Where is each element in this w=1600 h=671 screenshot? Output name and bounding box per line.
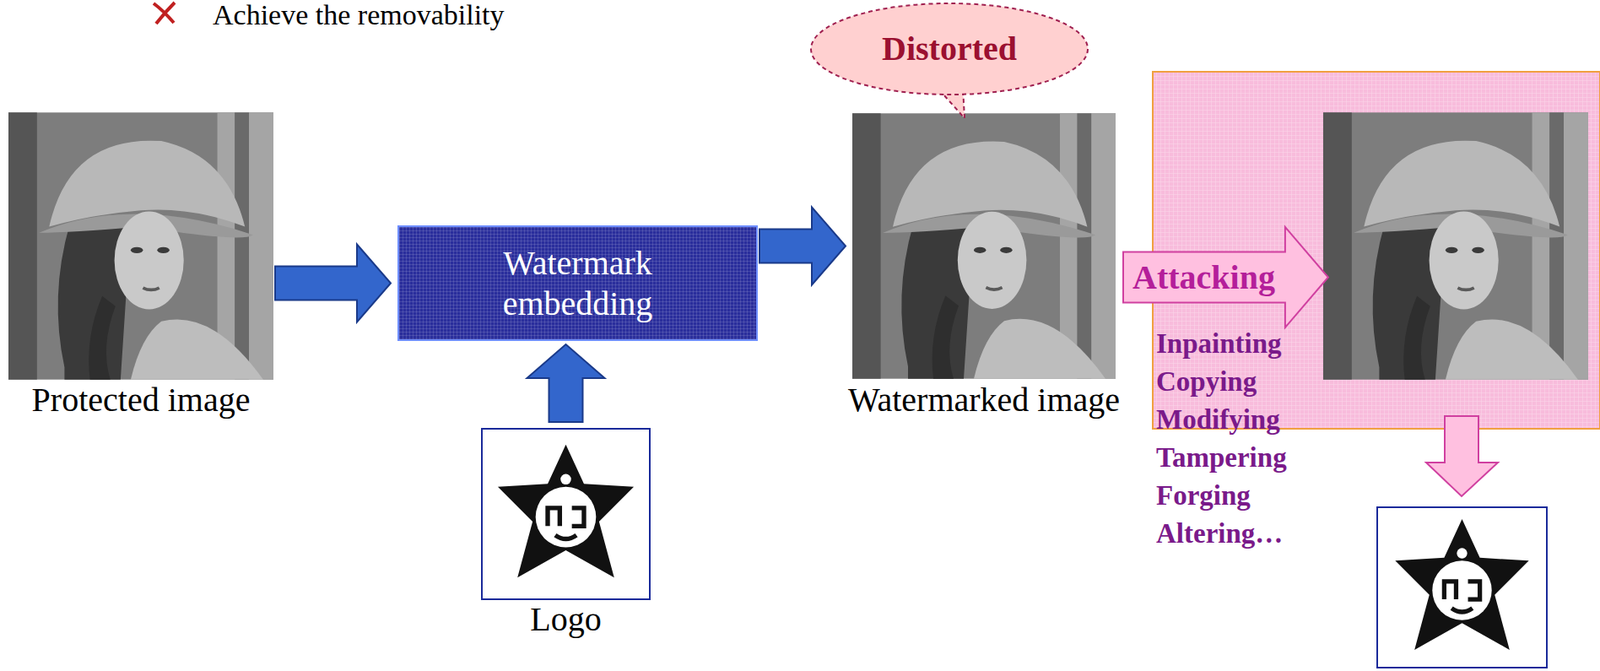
attack-item: Copying <box>1156 365 1257 400</box>
attack-item: Modifying <box>1156 403 1281 438</box>
attack-item: Altering… <box>1156 517 1283 552</box>
cross-icon <box>153 2 175 24</box>
block-arrow <box>527 344 606 422</box>
callout-ellipse <box>810 3 1088 95</box>
image-caption: Logo <box>529 600 601 638</box>
arrow-label: Attacking <box>1132 259 1276 297</box>
box-label: Watermark embedding <box>459 243 697 325</box>
watermarked-photo <box>852 113 1116 379</box>
logo-node: Logo <box>481 428 650 600</box>
attack-arrow: Attacking <box>1122 226 1330 329</box>
image-node: Watermarked image <box>852 112 1116 380</box>
attacked-photo <box>1323 112 1589 379</box>
callout-text: Distorted <box>881 30 1017 68</box>
image-node: Protected image <box>8 112 274 380</box>
extracted-logo-image <box>1388 513 1537 662</box>
extract-arrow <box>1426 416 1498 497</box>
heading-note: Achieve the removability <box>212 0 505 31</box>
logo-image <box>490 438 642 590</box>
attack-item: Forging <box>1156 479 1251 514</box>
protected-photo <box>8 112 274 379</box>
process-box: Watermark embedding <box>397 225 758 341</box>
attack-item: Inpainting <box>1156 327 1282 362</box>
attack-item: Tampering <box>1156 441 1287 476</box>
attack-panel <box>1152 71 1600 429</box>
block-arrow <box>759 207 846 286</box>
callout-bubble: Distorted <box>809 1 1090 97</box>
block-arrow <box>275 244 391 323</box>
logo-frame <box>481 428 650 600</box>
image-caption: Protected image <box>32 381 251 419</box>
image-caption: Watermarked image <box>848 381 1120 419</box>
arrow-body <box>1123 227 1329 328</box>
extracted-logo-frame <box>1377 507 1547 668</box>
